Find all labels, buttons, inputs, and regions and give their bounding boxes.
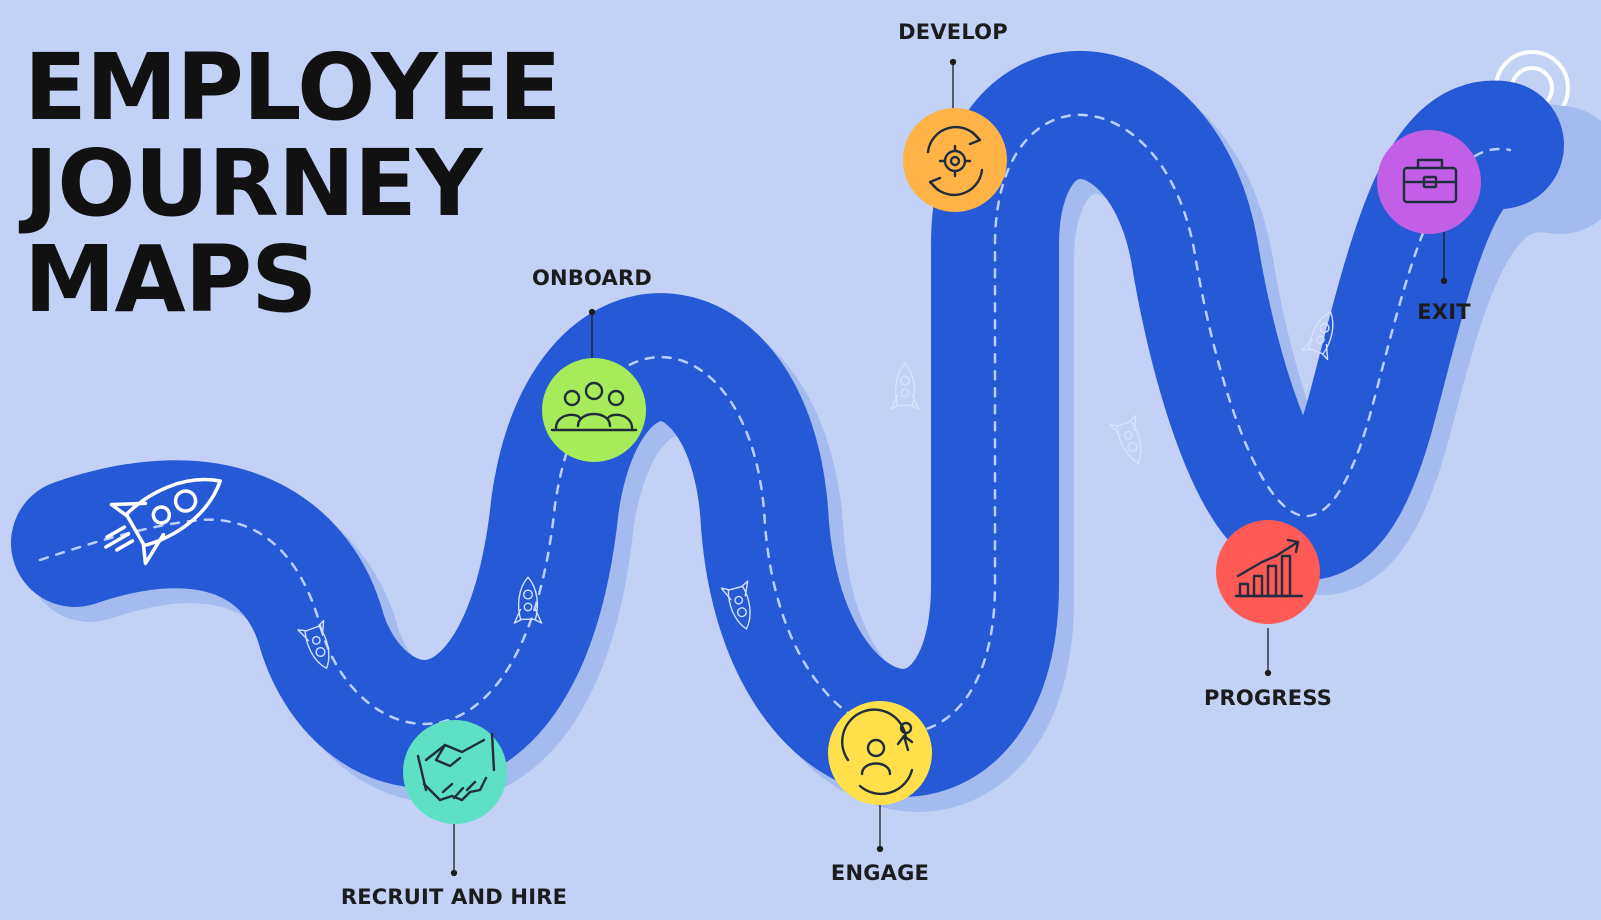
stage-node-exit xyxy=(1377,130,1481,234)
stage-label-onboard: ONBOARD xyxy=(532,266,652,290)
stage-node-engage xyxy=(828,701,932,805)
develop-leader xyxy=(951,60,956,111)
stage-label-engage: ENGAGE xyxy=(831,861,929,885)
stage-label-progress: PROGRESS xyxy=(1204,686,1332,710)
stage-circle-develop xyxy=(903,108,1007,212)
page-title: EMPLOYEE JOURNEY MAPS xyxy=(24,40,560,328)
stage-label-develop: DEVELOP xyxy=(898,20,1008,44)
stage-node-recruit xyxy=(403,720,507,824)
stage-label-exit: EXIT xyxy=(1417,300,1470,324)
stage-node-progress xyxy=(1216,520,1320,624)
title-line-2: JOURNEY xyxy=(24,136,560,232)
engage-leader xyxy=(878,804,883,852)
progress-leader xyxy=(1266,628,1271,676)
title-line-1: EMPLOYEE xyxy=(24,40,560,136)
recruit-leader xyxy=(452,824,457,876)
rocket-icon xyxy=(1110,416,1151,468)
stage-label-recruit: RECRUIT AND HIRE xyxy=(341,885,567,909)
stage-circle-onboard xyxy=(542,358,646,462)
stage-node-develop xyxy=(903,108,1007,212)
stage-node-onboard xyxy=(542,358,646,462)
title-line-3: MAPS xyxy=(24,232,560,328)
rocket-icon xyxy=(891,363,918,409)
